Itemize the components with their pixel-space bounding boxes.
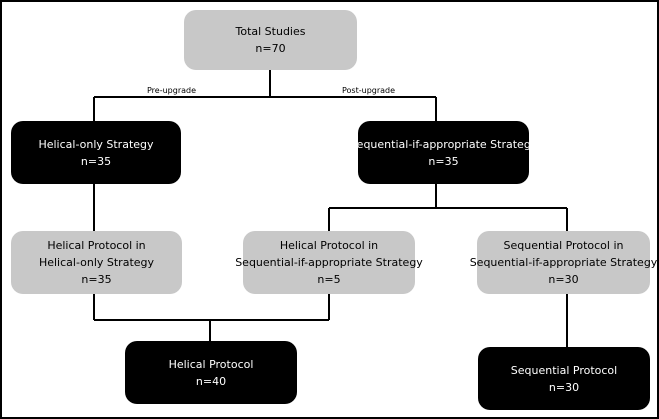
node-sequential-protocol: Sequential Protocol n=30: [478, 347, 650, 410]
node-helical-in-sequential: Helical Protocol in Sequential-if-approp…: [235, 231, 423, 294]
node-line2: Sequential-if-appropriate Strategy: [469, 256, 658, 269]
node-title: Sequential Protocol: [510, 363, 618, 377]
node-count: n=35: [428, 154, 459, 168]
node-helical-in-helical: Helical Protocol in Helical-only Strateg…: [11, 231, 182, 294]
node-title: Total Studies: [235, 25, 306, 38]
node-title: Helical Protocol: [168, 357, 254, 371]
node-title: Sequential-if-appropriate Strategy: [349, 137, 538, 151]
node-count: n=35: [80, 154, 112, 168]
node-helical-only-strategy: Helical-only Strategy n=35: [11, 121, 181, 184]
node-sequential-in-sequential: Sequential Protocol in Sequential-if-app…: [470, 231, 657, 294]
node-line1: Helical Protocol in: [47, 239, 146, 252]
node-line1: Helical Protocol in: [279, 239, 379, 252]
node-count: n=30: [548, 273, 579, 286]
node-total-studies: Total Studies n=70: [184, 10, 357, 70]
node-count: n=5: [317, 273, 341, 286]
node-title: Helical-only Strategy: [38, 137, 154, 151]
node-count: n=35: [81, 273, 112, 286]
pre-upgrade-label: Pre-upgrade: [147, 86, 197, 95]
post-upgrade-label: Post-upgrade: [342, 86, 396, 95]
node-helical-protocol: Helical Protocol n=40: [125, 341, 297, 404]
node-line2: Helical-only Strategy: [38, 256, 155, 269]
node-count: n=40: [195, 374, 227, 388]
node-count: n=70: [255, 42, 286, 55]
node-line1: Sequential Protocol in: [503, 239, 624, 252]
node-line2: Sequential-if-appropriate Strategy: [235, 256, 423, 269]
node-count: n=30: [548, 380, 580, 394]
node-sequential-strategy: Sequential-if-appropriate Strategy n=35: [350, 121, 537, 184]
